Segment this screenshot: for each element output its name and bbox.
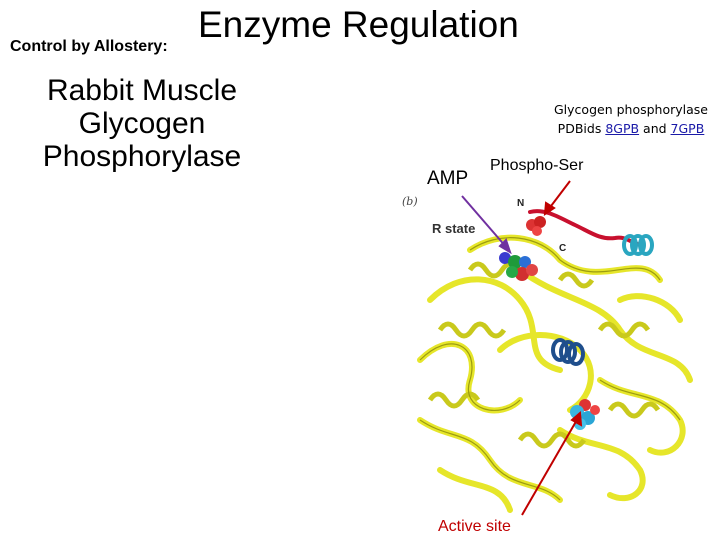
ribbon-helices — [427, 261, 661, 449]
r-state-label: R state — [432, 221, 476, 236]
ribbon-body — [417, 234, 693, 513]
protein-name: Rabbit Muscle Glycogen Phosphorylase — [0, 74, 284, 173]
panel-label: (b) — [402, 195, 418, 208]
amp-arrow — [461, 195, 512, 255]
phospho-ser-spheres — [526, 216, 546, 236]
cyan-helix — [622, 234, 654, 256]
protein-name-line-2: Glycogen — [78, 107, 206, 140]
subtitle: Control by Allostery: — [10, 38, 168, 55]
amp-label: AMP — [427, 168, 469, 189]
c-terminus-label: C — [559, 243, 567, 254]
amp-spheres — [499, 252, 538, 281]
protein-name-line-3: Phosphorylase — [42, 140, 242, 173]
pdb-caption: Glycogen phosphorylase PDBids 8GPB and 7… — [548, 100, 714, 138]
active-site-arrow — [521, 410, 583, 516]
caption-line-1: Glycogen phosphorylase — [554, 102, 708, 117]
slide-title: Enzyme Regulation — [198, 4, 519, 45]
phospho-ser-arrow — [543, 180, 571, 216]
ribbon-outline — [419, 237, 681, 501]
pdb-link-8gpb[interactable]: 8GPB — [605, 121, 640, 136]
blue-helix — [551, 338, 585, 366]
caption-prefix: PDBids — [557, 121, 606, 136]
protein-name-line-1: Rabbit Muscle — [46, 74, 238, 107]
caption-connector: and — [639, 121, 671, 136]
pdb-link-7gpb[interactable]: 7GPB — [670, 121, 705, 136]
caption-line-2: PDBids 8GPB and 7GPB — [548, 119, 714, 138]
active-site-label: Active site — [438, 518, 511, 535]
phospho-ser-label: Phospho-Ser — [490, 157, 584, 174]
n-terminus-label: N — [517, 198, 525, 209]
